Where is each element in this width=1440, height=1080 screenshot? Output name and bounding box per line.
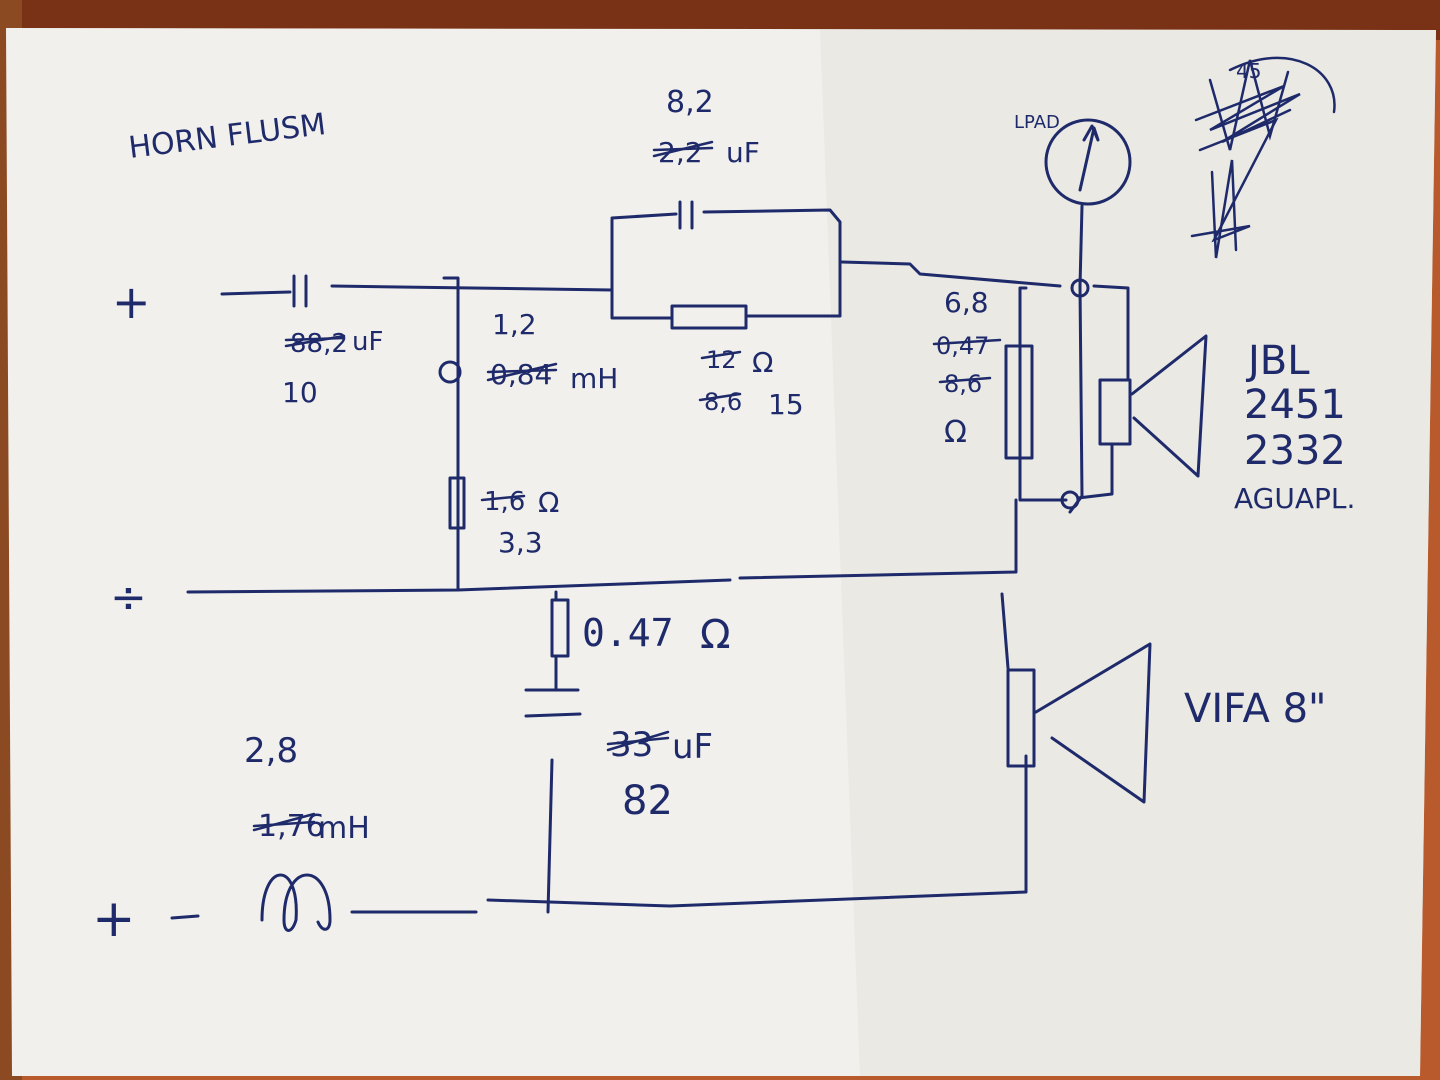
r-parallel-value: 6,8 xyxy=(944,286,989,319)
c-series-unit: uF xyxy=(352,327,383,357)
wire-shunt-branch xyxy=(442,276,460,592)
l-low-value: 2,8 xyxy=(244,731,298,771)
r-bypass-strike xyxy=(700,350,742,360)
r-parallel-strike-2 xyxy=(938,376,992,384)
r-parallel-loop xyxy=(1018,286,1068,502)
wire-tweeter-return xyxy=(738,498,1018,580)
c-bypass-value: 8,2 xyxy=(666,85,714,120)
c-low-value: 82 xyxy=(622,778,673,824)
r-low-unit: Ω xyxy=(700,612,731,658)
l-low-strike-2 xyxy=(252,812,316,832)
c-low-crossed: 33 xyxy=(610,725,653,765)
lpad-label: LPAD xyxy=(1014,112,1060,133)
r-parallel-crossed: 0,47 xyxy=(936,332,989,360)
paper-shadow-band xyxy=(820,30,1436,1076)
scribble-arc xyxy=(1228,56,1336,114)
lpad-symbol xyxy=(1044,118,1132,206)
c-series-strike-2 xyxy=(284,334,346,348)
scribble-2 xyxy=(1208,59,1290,151)
r-shunt-value: 3,3 xyxy=(498,526,543,559)
r-parallel-unit: Ω xyxy=(944,415,967,450)
wire-input xyxy=(220,290,292,296)
c-low-to-bus xyxy=(546,758,554,914)
r-bypass-unit: Ω xyxy=(752,346,773,379)
plus-terminal-top: + xyxy=(112,275,151,329)
c-low-plate-2 xyxy=(524,712,582,718)
r-bypass-crossed-2: 8,6 xyxy=(704,388,742,416)
r-low-value: 0.47 xyxy=(582,611,674,655)
bypass-right xyxy=(702,208,842,318)
l-shunt-crossed: 0,84 xyxy=(490,358,552,391)
woofer-cone xyxy=(1034,642,1152,804)
c-low-strike-2 xyxy=(606,730,670,752)
r-shunt-unit: Ω xyxy=(538,486,559,519)
horn-wire-bottom xyxy=(1076,444,1114,500)
r-parallel-strike xyxy=(932,338,1002,346)
r-low-symbol xyxy=(550,598,570,658)
horn-cone xyxy=(1130,334,1208,478)
r-bypass-value: 15 xyxy=(768,388,804,421)
bypass-left xyxy=(610,218,674,320)
r-shunt-symbol xyxy=(448,476,466,530)
horn-model-2: 2332 xyxy=(1244,428,1346,474)
l-shunt-value: 1,2 xyxy=(492,308,537,341)
l-low-symbol xyxy=(260,873,332,932)
c-series-value: 10 xyxy=(282,376,318,409)
l-shunt-unit: mH xyxy=(570,362,618,395)
horn-wire-top xyxy=(1092,284,1130,382)
corner-scribble xyxy=(1190,56,1336,259)
wire-bottom-input xyxy=(170,914,200,920)
r-parallel-crossed-2: 8,6 xyxy=(944,370,982,398)
horn-driver-body xyxy=(1098,378,1132,446)
r-bypass-symbol xyxy=(670,304,748,330)
horn-brand: JBL xyxy=(1245,338,1310,384)
scribble-4 xyxy=(1210,159,1238,259)
woofer-label: VIFA 8" xyxy=(1184,686,1326,732)
horn-model-3: AGUAPL. xyxy=(1234,482,1355,515)
wire-to-tweeter xyxy=(840,260,1062,288)
woofer-body xyxy=(1006,668,1036,768)
r-shunt-strike xyxy=(480,494,526,502)
wire-bottom-bus xyxy=(486,754,1028,908)
l-low-unit: mH xyxy=(318,811,370,846)
lpad-node-top xyxy=(1070,278,1090,298)
l-shunt-symbol xyxy=(438,360,462,384)
lpad-arrow xyxy=(1078,124,1100,192)
woofer-network xyxy=(170,590,1152,932)
lpad-node-bottom xyxy=(1060,490,1080,510)
c-bypass-unit: uF xyxy=(726,136,760,169)
minus-terminal: ÷ xyxy=(110,572,147,623)
r-bypass-crossed: 12 xyxy=(706,346,737,374)
tweeter-network xyxy=(220,118,1208,592)
horn-model-1: 2451 xyxy=(1244,382,1346,428)
ground-bus xyxy=(186,578,732,594)
wire-to-bypass xyxy=(330,284,614,292)
l-low-strike xyxy=(252,820,316,828)
woofer-top-lead xyxy=(1000,592,1010,670)
r-shunt-crossed: 1,6 xyxy=(484,487,525,517)
r-bypass-strike-2 xyxy=(698,392,742,402)
plus-terminal-bottom: + xyxy=(92,889,136,949)
bypass-top-wire xyxy=(610,212,678,220)
r-parallel-symbol xyxy=(1004,344,1034,460)
c-low-unit: uF xyxy=(672,727,713,767)
l-shunt-strike-2 xyxy=(486,362,558,382)
c-bypass-strike-2 xyxy=(652,140,714,158)
